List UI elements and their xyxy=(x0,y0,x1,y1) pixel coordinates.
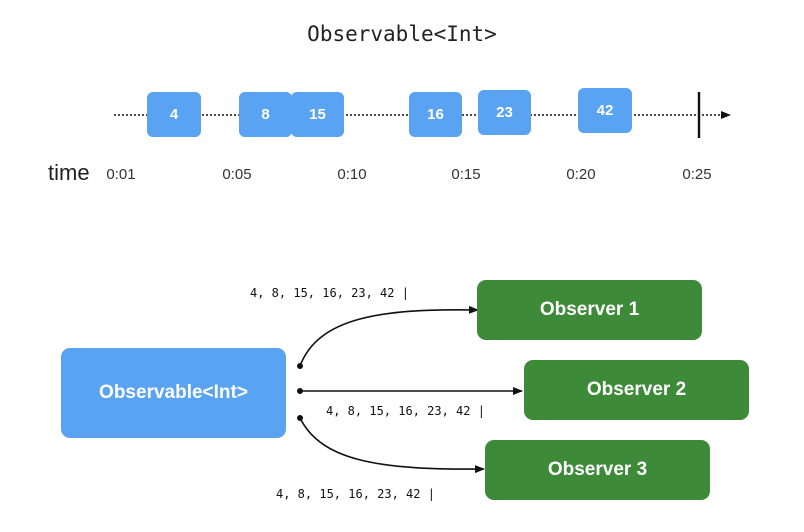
marble-4: 4 xyxy=(147,92,201,137)
arrow-to-observer-1 xyxy=(299,305,479,367)
marble-15: 15 xyxy=(291,92,344,137)
time-tick-label: 0:20 xyxy=(566,166,596,183)
observer-1-stream: 4, 8, 15, 16, 23, 42 | xyxy=(250,286,409,300)
observer-3-box: Observer 3 xyxy=(485,440,710,500)
observer-2-box: Observer 2 xyxy=(524,360,749,420)
time-tick-label: 0:15 xyxy=(451,166,481,183)
observer-1-box: Observer 1 xyxy=(477,280,702,340)
time-tick-label: 0:10 xyxy=(337,166,367,183)
observer-3-stream: 4, 8, 15, 16, 23, 42 | xyxy=(276,487,435,501)
marble-42: 42 xyxy=(578,88,632,133)
time-axis-label: time xyxy=(48,160,90,185)
time-tick-label: 0:01 xyxy=(106,166,136,183)
marble-16: 16 xyxy=(409,92,462,137)
time-tick-label: 0:25 xyxy=(682,166,712,183)
observable-box: Observable<Int> xyxy=(61,348,286,438)
time-tick-label: 0:05 xyxy=(222,166,252,183)
marble-8: 8 xyxy=(239,92,292,137)
marble-23: 23 xyxy=(478,90,531,135)
diagram-title: Observable<Int> xyxy=(307,22,497,46)
arrow-to-observer-3 xyxy=(299,417,485,474)
observer-2-stream: 4, 8, 15, 16, 23, 42 | xyxy=(326,404,485,418)
